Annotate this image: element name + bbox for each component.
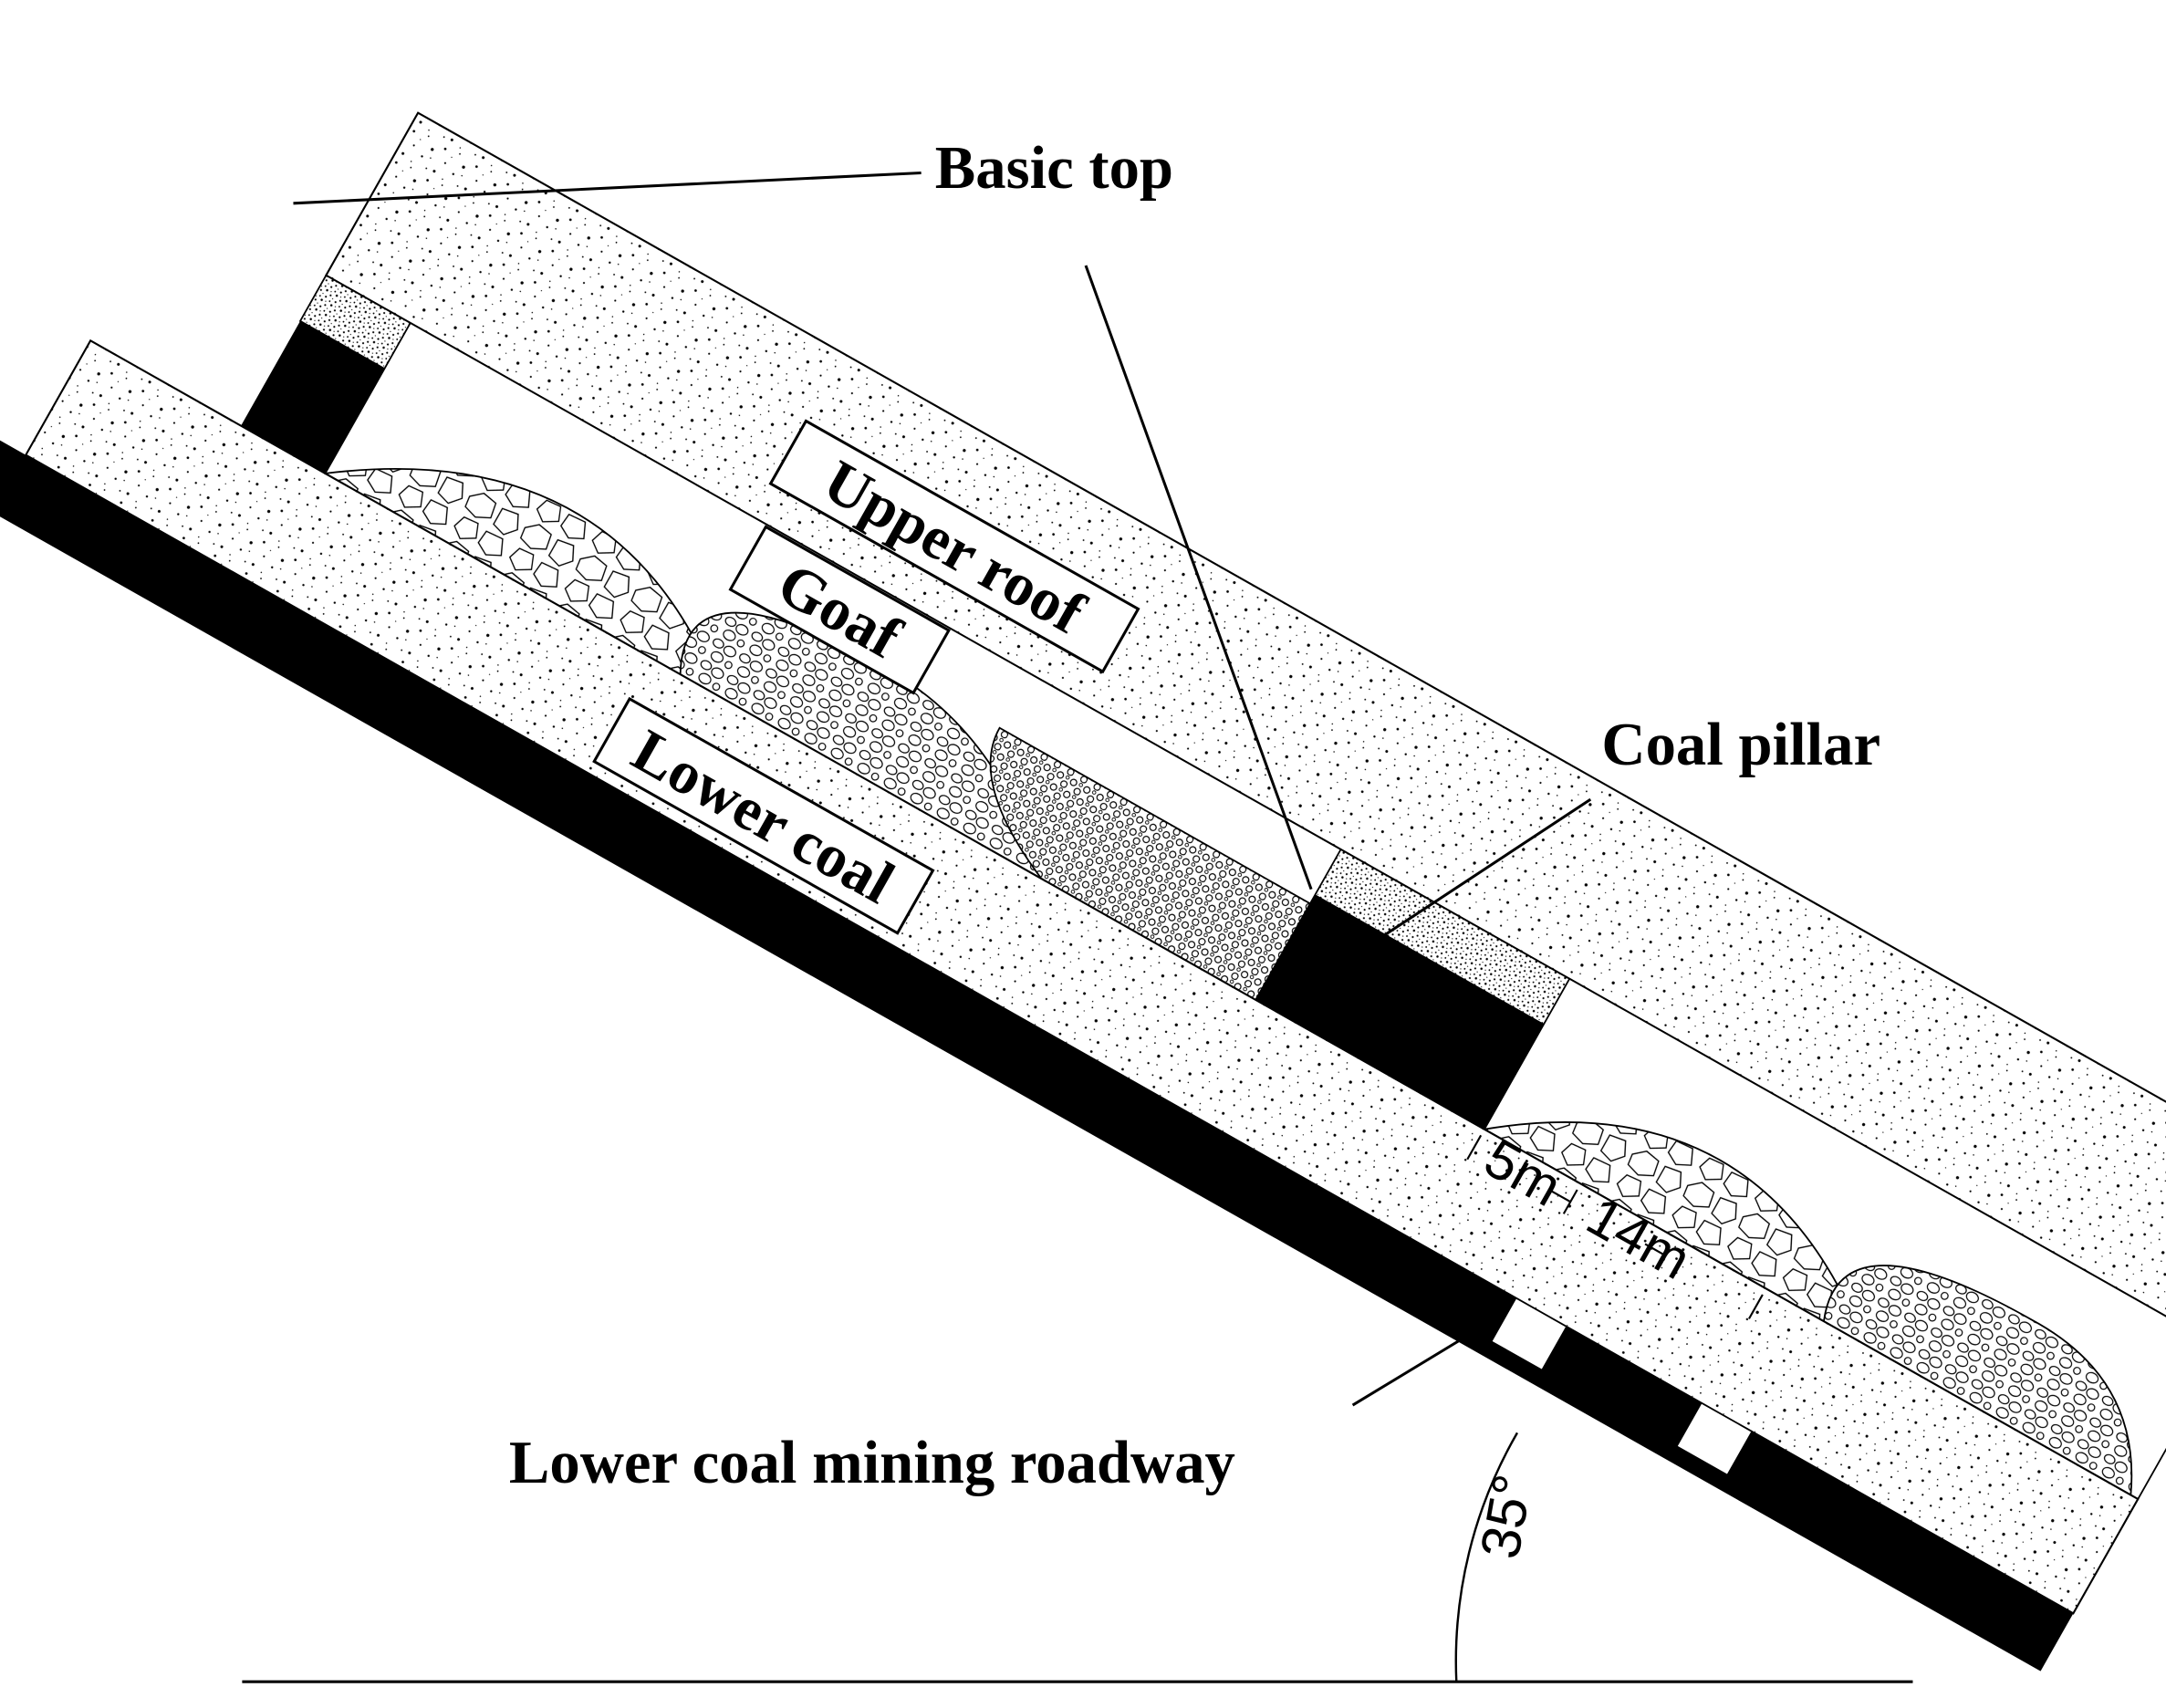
basic-top-label: Basic top (935, 135, 1173, 202)
lower-roadway-1 (1490, 1297, 1567, 1371)
coal-pillar-leader (1354, 797, 1592, 956)
upper-roof-sandstone (324, 111, 2166, 1350)
strata-group: 5m 14m (0, 111, 2166, 1672)
basic-top-leader (293, 171, 922, 205)
leader-lines (293, 171, 1592, 1407)
dimension-lines (1466, 1134, 1764, 1319)
goaf-2-caved-large (1482, 1121, 1842, 1323)
roadway-leader (1351, 1312, 1505, 1407)
dip-angle-label: 35° (1468, 1470, 1544, 1563)
dip-angle-arc (1454, 1432, 1519, 1682)
goaf-2-caved-medium (1822, 1265, 2133, 1497)
lower-roadway-2 (1675, 1401, 1754, 1476)
basic-top-leader-2 (1084, 265, 1313, 890)
coal-pillar-label: Coal pillar (1601, 712, 1880, 778)
goaf-1-caved-large (322, 468, 699, 676)
interburden-sandstone (24, 338, 2140, 1615)
lower-coal-mining-roadway-label: Lower coal mining roadway (509, 1430, 1235, 1496)
